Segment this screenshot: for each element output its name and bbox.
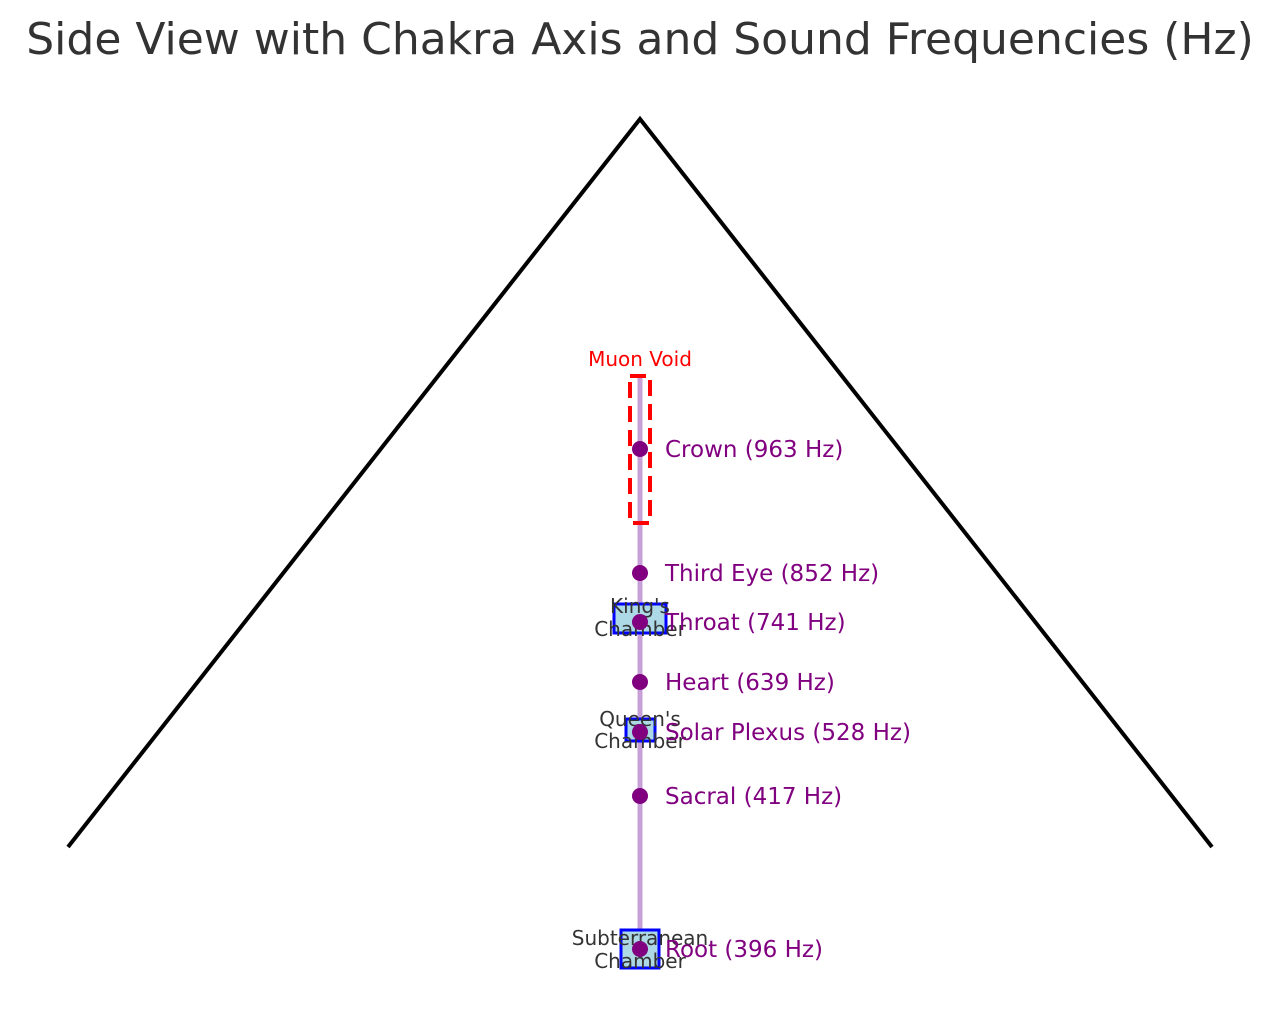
muon-void-label: Muon Void bbox=[588, 347, 692, 371]
chakra-third-eye-dot bbox=[632, 565, 648, 581]
muon-void-region bbox=[628, 374, 652, 525]
chakra-throat: Throat (741 Hz) bbox=[632, 610, 846, 636]
chakra-root-label: Root (396 Hz) bbox=[665, 937, 823, 963]
chakra-third-eye-label: Third Eye (852 Hz) bbox=[664, 561, 879, 587]
chakra-heart-label: Heart (639 Hz) bbox=[665, 670, 835, 696]
chakra-crown-label: Crown (963 Hz) bbox=[665, 437, 843, 463]
chakra-third-eye: Third Eye (852 Hz) bbox=[632, 561, 879, 587]
chakra-solar-plexus-label: Solar Plexus (528 Hz) bbox=[665, 720, 911, 746]
chakra-root: Root (396 Hz) bbox=[632, 937, 823, 963]
diagram-title: Side View with Chakra Axis and Sound Fre… bbox=[26, 14, 1254, 65]
chakra-sacral-dot bbox=[632, 788, 648, 804]
chakra-sacral-label: Sacral (417 Hz) bbox=[665, 784, 842, 810]
chakra-solar-plexus-dot bbox=[632, 724, 648, 740]
chakra-sacral: Sacral (417 Hz) bbox=[632, 784, 842, 810]
chakra-root-dot bbox=[632, 941, 648, 957]
pyramid-outline bbox=[66, 115, 1214, 849]
chakra-heart-dot bbox=[632, 674, 648, 690]
chakra-throat-dot bbox=[632, 614, 648, 630]
chakra-solar-plexus: Solar Plexus (528 Hz) bbox=[632, 720, 911, 746]
chakra-crown: Crown (963 Hz) bbox=[632, 437, 843, 463]
chakra-heart: Heart (639 Hz) bbox=[632, 670, 835, 696]
chakra-crown-dot bbox=[632, 441, 648, 457]
chakra-throat-label: Throat (741 Hz) bbox=[664, 610, 846, 636]
